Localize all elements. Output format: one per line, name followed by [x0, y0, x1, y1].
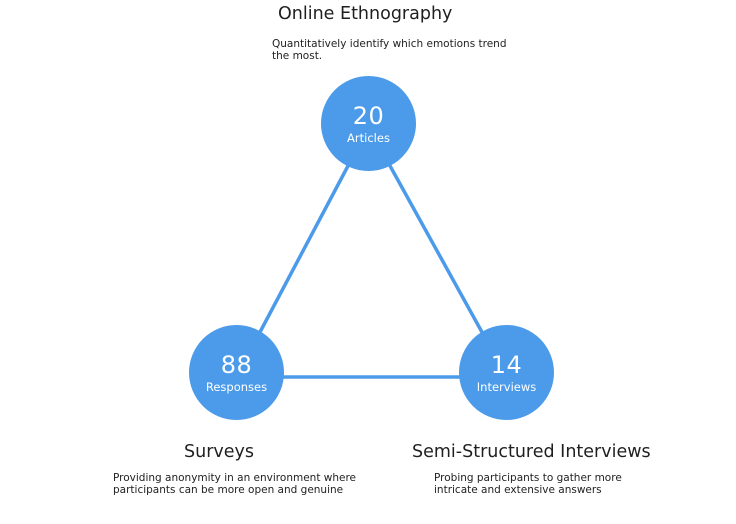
semi-structured-interviews-title: Semi-Structured Interviews: [412, 442, 651, 462]
semi-structured-interviews-description: Probing participants to gather more intr…: [434, 472, 622, 496]
surveys-node: 88 Responses: [189, 325, 284, 420]
online-ethnography-description: Quantitatively identify which emotions t…: [272, 38, 507, 62]
online-ethnography-node: 20 Articles: [321, 76, 416, 171]
surveys-description: Providing anonymity in an environment wh…: [113, 472, 357, 496]
online-ethnography-title: Online Ethnography: [278, 4, 453, 24]
link-top-right: [387, 162, 485, 336]
articles-label: Articles: [347, 130, 390, 145]
interviews-node: 14 Interviews: [459, 325, 554, 420]
link-top-left: [257, 162, 351, 336]
responses-count: 88: [220, 350, 253, 379]
responses-label: Responses: [205, 379, 268, 394]
articles-count: 20: [352, 101, 385, 130]
interviews-label: Interviews: [476, 379, 537, 394]
surveys-title: Surveys: [184, 442, 254, 462]
interviews-count: 14: [490, 350, 523, 379]
